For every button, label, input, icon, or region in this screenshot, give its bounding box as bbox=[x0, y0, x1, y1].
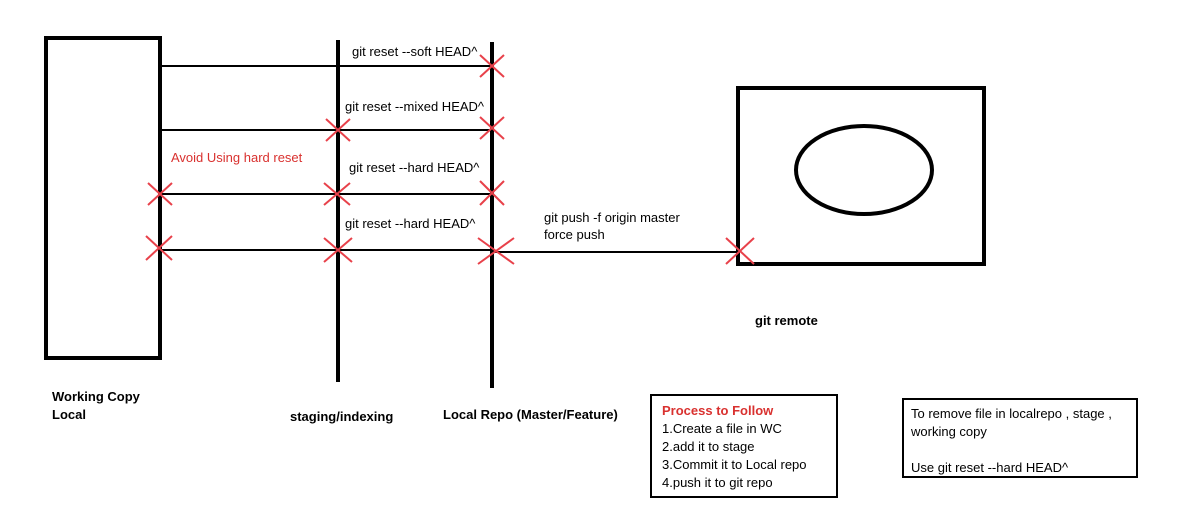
hard-reset-command-2: git reset --hard HEAD^ bbox=[345, 216, 476, 231]
process-box: Process to Follow 1.Create a file in WC … bbox=[650, 394, 838, 498]
git-remote-box bbox=[736, 86, 986, 266]
cross-icon bbox=[725, 237, 755, 265]
cross-icon bbox=[145, 235, 173, 261]
note-line: working copy bbox=[911, 424, 987, 439]
staging-label: staging/indexing bbox=[290, 409, 394, 424]
process-step: 3.Commit it to Local repo bbox=[662, 457, 807, 472]
hard-reset-command-1: git reset --hard HEAD^ bbox=[349, 160, 480, 175]
local-repo-label: Local Repo (Master/Feature) bbox=[443, 407, 618, 422]
cross-icon bbox=[479, 180, 505, 206]
cross-icon bbox=[477, 237, 515, 265]
cross-icon bbox=[147, 182, 173, 206]
cross-icon bbox=[479, 116, 505, 140]
mixed-reset-command: git reset --mixed HEAD^ bbox=[345, 99, 485, 114]
working-copy-label-local: Local bbox=[52, 407, 86, 422]
working-copy-box bbox=[44, 36, 162, 360]
cross-icon bbox=[323, 237, 353, 263]
process-step: 4.push it to git repo bbox=[662, 475, 773, 490]
working-copy-label: Working Copy bbox=[52, 389, 140, 404]
note-line: To remove file in localrepo , stage , bbox=[911, 406, 1112, 421]
cross-icon bbox=[479, 54, 505, 78]
note-spacer bbox=[911, 441, 1136, 459]
note-line: Use git reset --hard HEAD^ bbox=[911, 460, 1069, 475]
process-step: 2.add it to stage bbox=[662, 439, 755, 454]
process-step: 1.Create a file in WC bbox=[662, 421, 782, 436]
push-command-note: force push bbox=[544, 227, 605, 242]
cross-marks bbox=[145, 54, 755, 265]
git-remote-ellipse bbox=[794, 124, 934, 216]
push-command: git push -f origin master bbox=[544, 210, 680, 225]
soft-reset-command: git reset --soft HEAD^ bbox=[352, 44, 478, 59]
note-box: To remove file in localrepo , stage , wo… bbox=[902, 398, 1138, 478]
cross-icon bbox=[323, 182, 351, 206]
git-remote-label: git remote bbox=[755, 313, 818, 328]
hard-reset-warning: Avoid Using hard reset bbox=[171, 150, 303, 165]
process-title: Process to Follow bbox=[662, 403, 774, 418]
cross-icon bbox=[325, 118, 351, 142]
